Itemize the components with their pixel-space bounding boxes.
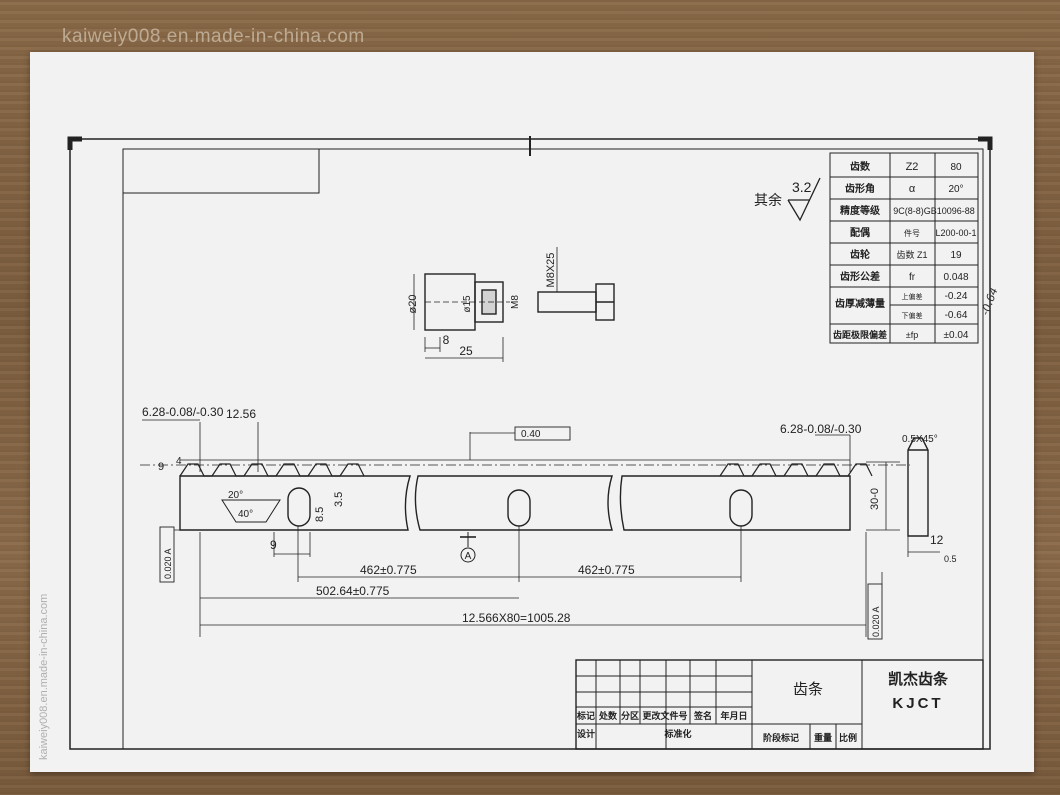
row-label-5: 年月日 bbox=[720, 710, 747, 721]
footer-label-2: 比例 bbox=[839, 732, 857, 743]
company-cn: 凯杰齿条 bbox=[888, 670, 949, 688]
dim-502: 502.64±0.775 bbox=[316, 584, 390, 598]
dim-462-a: 462±0.775 bbox=[360, 563, 417, 577]
param-sym-1: α bbox=[909, 183, 916, 195]
bolt-dim-1: ø15 bbox=[462, 295, 473, 313]
param-label-5: 齿形公差 bbox=[840, 270, 880, 283]
company-en: KJCT bbox=[892, 695, 943, 712]
params-table-grid bbox=[829, 152, 979, 344]
sign-label-0: 设计 bbox=[577, 728, 595, 739]
bolt-dim-3: 8 bbox=[443, 333, 450, 347]
rack-dim-right-2: 30-0 bbox=[869, 488, 881, 510]
rack-drawing bbox=[140, 419, 940, 640]
param-value-5: 0.048 bbox=[943, 272, 968, 283]
rack-dim-right-1: 0.5X45° bbox=[902, 434, 938, 445]
row-label-1: 处数 bbox=[598, 710, 618, 721]
bolt-dim-5: M8X25 bbox=[545, 253, 557, 288]
param-label-2: 精度等级 bbox=[840, 204, 881, 217]
bolt-dim-4: 25 bbox=[459, 344, 473, 358]
watermark-top: kaiweiy008.en.made-in-china.com bbox=[62, 26, 365, 47]
param-value-1: 20° bbox=[948, 184, 963, 195]
param-sym-3: 件号 bbox=[904, 228, 920, 238]
roughness-value: 3.2 bbox=[792, 179, 812, 195]
part-name: 齿条 bbox=[793, 681, 823, 698]
rack-dim-right-0: 6.28-0.08/-0.30 bbox=[780, 422, 862, 436]
footer-label-1: 重量 bbox=[814, 732, 832, 743]
param-label-1: 齿形角 bbox=[845, 182, 875, 195]
param-value-2: 9C(8-8)GB10096-88 bbox=[893, 206, 975, 216]
tolerance-left: 0.020 A bbox=[163, 548, 173, 579]
param-value-7: -0.64 bbox=[945, 310, 968, 321]
sign-label-1: 标准化 bbox=[663, 728, 691, 739]
row-label-2: 分区 bbox=[621, 710, 639, 721]
dim-462-b: 462±0.775 bbox=[578, 563, 635, 577]
param-label-3: 配偶 bbox=[850, 226, 870, 239]
rack-dim-left-8: 9 bbox=[270, 538, 277, 552]
watermark-side: kaiweiy008.en.made-in-china.com bbox=[38, 593, 50, 760]
datum-label: A bbox=[465, 551, 472, 562]
bolt-dim-0: ø20 bbox=[407, 295, 419, 314]
row-label-3: 更改文件号 bbox=[642, 710, 687, 721]
flatness-value: 0.40 bbox=[521, 429, 541, 440]
param-value-8: ±0.04 bbox=[944, 330, 969, 341]
param-sym-7: 下偏差 bbox=[902, 311, 923, 320]
param-value-0: 80 bbox=[950, 162, 962, 173]
rack-dim-left-1: 12.56 bbox=[226, 407, 256, 421]
roughness-small: 0.5 bbox=[944, 554, 957, 564]
param-label-4: 齿轮 bbox=[850, 248, 870, 261]
params-table: 齿数 Z2 80 齿形角 α 20° 精度等级 9C(8-8)GB10096-8… bbox=[833, 160, 977, 341]
param-sym-0: Z2 bbox=[906, 161, 919, 173]
param-sym-6: 上偏差 bbox=[902, 292, 923, 301]
drawing-sheet: 齿数 Z2 80 齿形角 α 20° 精度等级 9C(8-8)GB10096-8… bbox=[30, 52, 1034, 772]
rack-dim-left-6: 8.5 bbox=[314, 507, 326, 522]
bolt-drawing bbox=[413, 247, 615, 362]
param-value-4: 19 bbox=[950, 250, 962, 261]
rack-dim-left-5: 40° bbox=[238, 509, 253, 520]
rack-dim-left-7: 3.5 bbox=[333, 492, 345, 507]
bolt-dim-2: M8 bbox=[510, 295, 521, 309]
row-label-0: 标记 bbox=[576, 710, 595, 721]
rack-dim-right-3: 12 bbox=[930, 533, 944, 547]
dim-total: 12.566X80=1005.28 bbox=[462, 611, 571, 625]
param-label-8: 齿距极限偏差 bbox=[833, 329, 887, 340]
param-label-0: 齿数 bbox=[850, 160, 871, 173]
param-value-3: L200-00-1 bbox=[935, 228, 976, 238]
rack-dim-left-3: 4 bbox=[176, 456, 182, 467]
param-value-6: -0.24 bbox=[945, 291, 968, 302]
handwritten-note: -0.64 bbox=[979, 286, 1001, 317]
rack-dim-left-4: 20° bbox=[228, 490, 243, 501]
footer-label-0: 阶段标记 bbox=[763, 732, 799, 743]
engineering-drawing: 齿数 Z2 80 齿形角 α 20° 精度等级 9C(8-8)GB10096-8… bbox=[67, 136, 1001, 750]
param-sym-8: ±fp bbox=[906, 330, 918, 340]
row-label-4: 签名 bbox=[693, 710, 712, 721]
param-label-6: 齿厚减薄量 bbox=[835, 297, 885, 310]
roughness-symbol bbox=[787, 177, 821, 222]
param-sym-5: fr bbox=[909, 272, 916, 283]
rack-dim-left-2: 9 bbox=[158, 461, 164, 473]
param-sym-4: 齿数 Z1 bbox=[896, 249, 927, 260]
title-block-grid bbox=[575, 659, 984, 750]
rack-dim-left-0: 6.28-0.08/-0.30 bbox=[142, 405, 224, 419]
roughness-label: 其余 bbox=[754, 192, 782, 208]
tolerance-right: 0.020 A bbox=[871, 606, 881, 637]
